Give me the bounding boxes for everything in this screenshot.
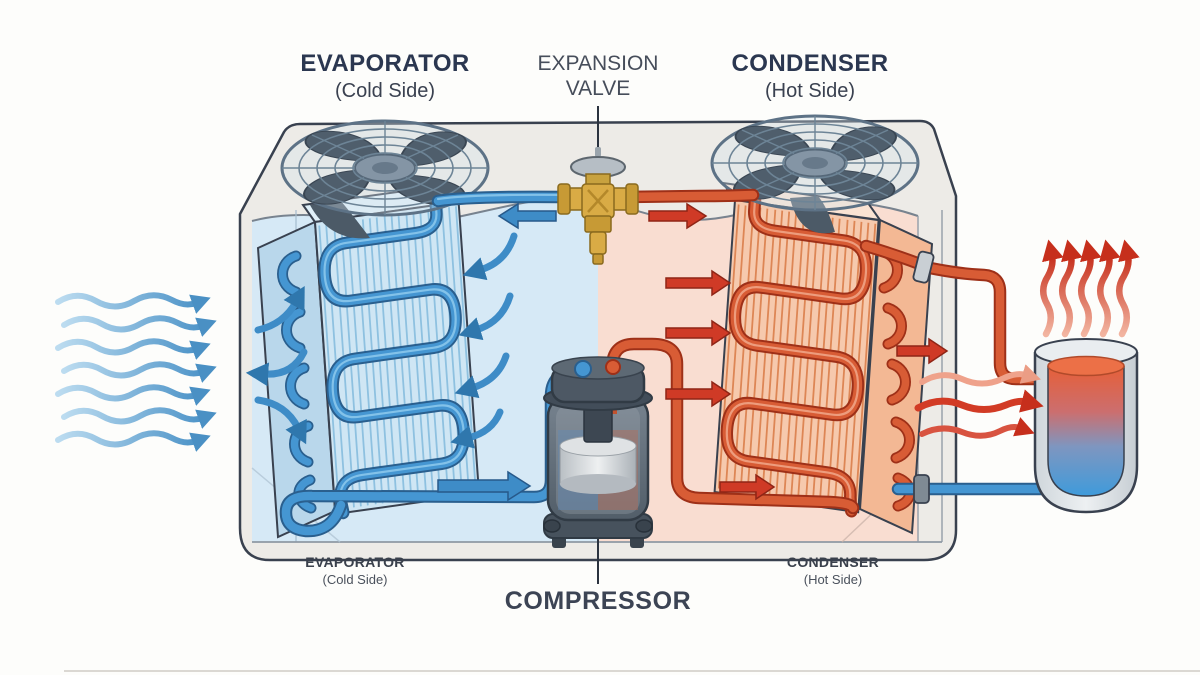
condenser-subtitle: (Hot Side) (764, 80, 856, 103)
expansion-valve-label: EXPANSION VALVE (498, 52, 698, 102)
evaporator-bottom-title: EVAPORATOR (305, 554, 405, 570)
condenser-tube-bends (878, 246, 916, 512)
wall-pipe-grommet (913, 474, 930, 504)
figure-baseline-rule (64, 670, 1200, 672)
water-tank (1033, 338, 1139, 514)
evaporator-bottom-subtitle: (Cold Side) (322, 571, 388, 587)
expansion-valve-line2: VALVE (565, 76, 631, 100)
condenser-bottom-title: CONDENSER (786, 554, 880, 570)
evaporator-tube-bends (277, 250, 317, 514)
evaporator-title-label: EVAPORATOR (Cold Side) (255, 50, 515, 104)
compressor (543, 356, 653, 584)
condenser-title-label: CONDENSER (Hot Side) (680, 50, 940, 104)
wall-pipe-grommet (912, 250, 935, 284)
condenser-title: CONDENSER (731, 50, 889, 77)
fan-blade-shadow (310, 200, 370, 239)
evaporator-bottom-label: EVAPORATOR (Cold Side) (255, 554, 455, 587)
compressor-label: COMPRESSOR (504, 587, 692, 615)
expansion-valve (557, 106, 639, 265)
evaporator-subtitle: (Cold Side) (334, 80, 436, 103)
condenser-coil (713, 181, 934, 535)
evaporator-title: EVAPORATOR (300, 50, 470, 77)
condenser-bottom-subtitle: (Hot Side) (803, 571, 863, 587)
cold-airflow-arrows (55, 202, 557, 502)
hot-airflow-arrows (648, 202, 1140, 501)
suction-port (574, 360, 592, 378)
condenser-bottom-label: CONDENSER (Hot Side) (733, 554, 933, 587)
discharge-port (605, 359, 621, 375)
expansion-valve-line1: EXPANSION (537, 52, 659, 75)
